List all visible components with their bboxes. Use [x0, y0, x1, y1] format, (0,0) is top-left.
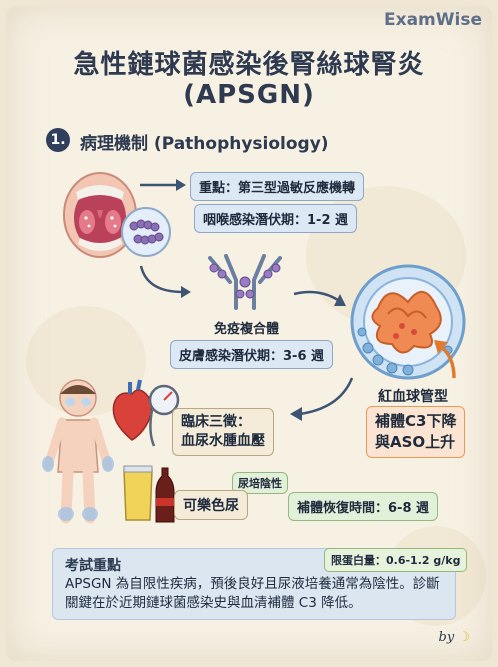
- protein-limit-chip: 限蛋白量：0.6-1.2 g/kg: [324, 548, 468, 572]
- culture-negative-chip: 尿培陰性: [232, 472, 288, 494]
- exam-title: 考試重點: [65, 558, 121, 574]
- curved-arrow-icon: [290, 377, 354, 421]
- curved-arrow-icon: [139, 265, 191, 298]
- cola-urine-chip: 可樂色尿: [174, 490, 248, 520]
- aso-text: 與ASO上升: [375, 433, 456, 451]
- signature-text: by: [438, 630, 455, 645]
- page-title: 急性鏈球菌感染後腎絲球腎炎: [73, 50, 425, 80]
- patient-child-illustration: [42, 379, 114, 524]
- arrow-right-icon: [140, 179, 186, 191]
- arrow-right-icon: [293, 290, 346, 306]
- brand-logo: ExamWise: [384, 10, 482, 30]
- triad-items: 血尿水腫血壓: [181, 433, 265, 449]
- glomerulus-illustration: [350, 264, 466, 380]
- section-number-badge: 1.: [46, 128, 70, 152]
- clinical-triad-chip: 臨床三徵： 血尿水腫血壓: [172, 408, 274, 456]
- recovery-time-chip: 補體恢復時間：6-8 週: [288, 492, 439, 521]
- immune-complex-label: 免疫複合體: [214, 322, 280, 337]
- exam-key-points-box: 考試重點 APSGN 為自限性疾病，預後良好且尿液培養通常為陰性。診斷關鍵在於近…: [52, 548, 456, 620]
- complement-aso-chip: 補體C3下降 與ASO上升: [366, 406, 466, 458]
- immune-complex-illustration: [208, 254, 282, 310]
- banana-icon: ☽: [458, 630, 470, 645]
- throat-illustration: [63, 172, 137, 258]
- triad-title: 臨床三徵：: [181, 414, 251, 430]
- heart-blood-pressure-illustration: [112, 379, 180, 447]
- streptococcus-bacteria-icon: [121, 207, 171, 257]
- rbc-cast-label: 紅血球管型: [378, 389, 448, 405]
- pharyngeal-latency-chip: 咽喉感染潛伏期：1-2 週: [194, 204, 358, 233]
- signature: by ☽: [439, 630, 470, 645]
- page-subtitle: (APSGN): [183, 80, 315, 110]
- exam-body-text: APSGN 為自限性疾病，預後良好且尿液培養通常為陰性。診斷關鍵在於近期鏈球菌感…: [65, 576, 440, 611]
- urine-cola-illustration: [123, 465, 175, 523]
- orange-arrow-icon: [434, 340, 456, 379]
- key-point-chip: 重點：第三型過敏反應機轉: [190, 172, 365, 201]
- skin-latency-chip: 皮膚感染潛伏期：3-6 週: [170, 340, 334, 369]
- complement-text: 補體C3下降: [375, 412, 457, 430]
- section-title: 病理機制 (Pathophysiology): [80, 134, 329, 154]
